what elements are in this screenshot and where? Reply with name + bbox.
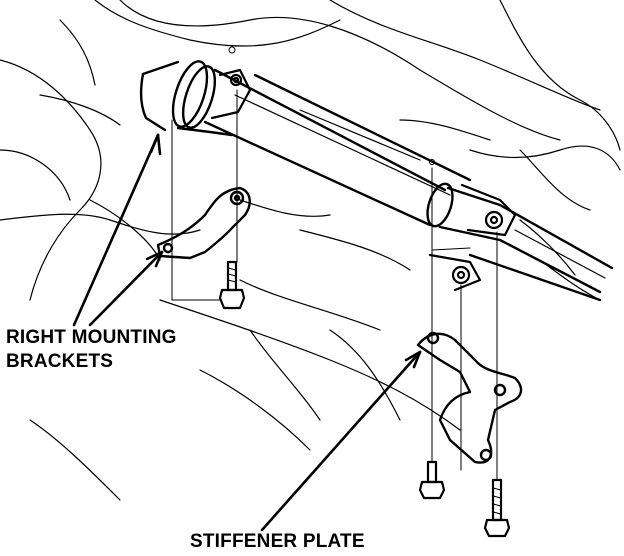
right-mounting-brackets-label: RIGHT MOUNTING BRACKETS [6,326,177,374]
right-mounting-brackets-label-line1: RIGHT MOUNTING [6,327,177,348]
stiffener-plate-label: STIFFENER PLATE [190,531,365,552]
stiffener-bolts [418,460,511,538]
leader-arrows [72,133,422,532]
bracket-bolt [218,260,246,310]
alignment-lines [171,89,498,481]
arrow-to-upper-bracket [72,133,160,327]
arrow-to-lower-bracket [88,250,164,327]
exhaust-clamp [139,60,234,137]
right-mounting-brackets-label-line2: BRACKETS [6,351,114,372]
arrow-to-stiffener-plate [260,350,422,532]
exhaust-pipe [203,68,614,302]
body-contour-lines [0,0,621,501]
stiffener-plate [416,331,523,464]
pipe-hangers [210,46,517,292]
